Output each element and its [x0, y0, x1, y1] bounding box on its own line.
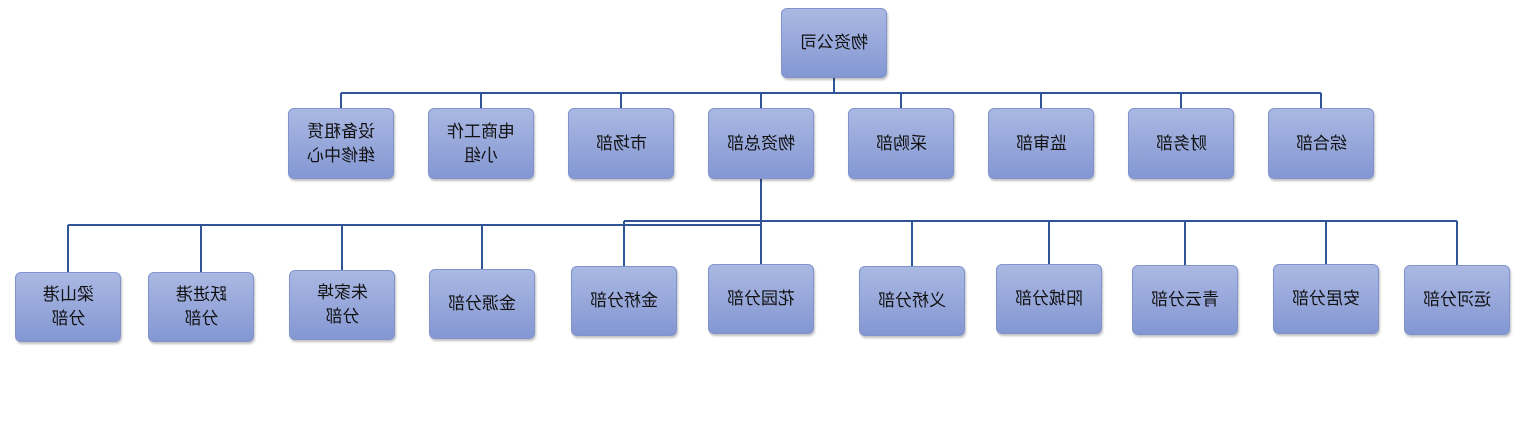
node-label: 安居分部 [1292, 289, 1360, 309]
node-label: 物资总部 [727, 133, 795, 154]
node-label: 财务部 [1155, 133, 1207, 154]
branch-node: 花园分部 [708, 264, 814, 334]
node-label: 金源分部 [448, 294, 516, 314]
branch-node: 阳城分部 [996, 264, 1102, 334]
department-node: 物资总部 [708, 108, 814, 179]
branch-node: 金源分部 [429, 269, 535, 339]
node-label: 市场部 [595, 133, 647, 154]
node-label: 运河分部 [1423, 290, 1491, 310]
node-label: 综合部 [1295, 133, 1347, 154]
node-label: 青云分部 [1151, 290, 1219, 310]
node-label: 梁山港 分部 [42, 285, 94, 329]
node-label: 金桥分部 [590, 291, 658, 311]
branch-node: 朱家埠 分部 [289, 270, 395, 340]
node-label: 物资公司 [800, 33, 868, 53]
department-node: 设备租赁 维修中心 [288, 108, 394, 179]
branch-node: 金桥分部 [571, 266, 677, 336]
branch-node: 义桥分部 [859, 266, 965, 336]
node-label: 花园分部 [727, 289, 795, 309]
department-node: 监审部 [988, 108, 1094, 179]
node-label: 采购部 [875, 133, 927, 154]
branch-node: 运河分部 [1404, 265, 1510, 335]
node-label: 阳城分部 [1015, 289, 1083, 309]
department-node: 市场部 [568, 108, 674, 179]
branch-node: 梁山港 分部 [15, 272, 121, 342]
branch-node: 青云分部 [1132, 265, 1238, 335]
department-node: 财务部 [1128, 108, 1234, 179]
department-node: 电商工作 小组 [428, 108, 534, 179]
department-node: 综合部 [1268, 108, 1374, 179]
root-node: 物资公司 [781, 8, 887, 78]
branch-node: 跃进港 分部 [148, 272, 254, 342]
department-node: 采购部 [848, 108, 954, 179]
node-label: 电商工作 小组 [447, 121, 515, 166]
node-label: 设备租赁 维修中心 [307, 121, 375, 166]
node-label: 朱家埠 分部 [316, 283, 368, 327]
branch-node: 安居分部 [1273, 264, 1379, 334]
node-label: 跃进港 分部 [175, 285, 227, 329]
node-label: 监审部 [1015, 133, 1067, 154]
node-label: 义桥分部 [878, 291, 946, 311]
